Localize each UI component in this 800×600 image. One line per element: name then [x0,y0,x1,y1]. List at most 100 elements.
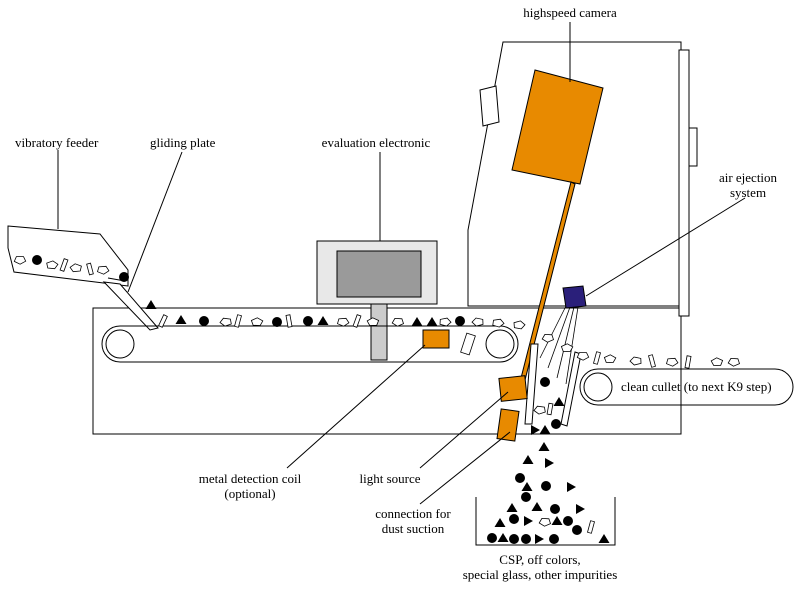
cullet-shard [97,265,110,275]
impurity-circle [32,255,42,265]
cullet-shard [86,262,94,276]
impurity-triangle [531,502,543,511]
impurity-triangle [524,516,533,526]
cullet-shard [219,317,232,327]
impurity-triangle [494,518,506,527]
cullet-shard [158,314,168,328]
impurity-triangle [175,315,187,324]
impurity-circle [509,534,519,544]
impurity-triangle [317,316,329,325]
cullet-shard [46,260,59,270]
impurity-triangle [426,317,438,326]
gliding-plate [102,281,159,331]
main-conveyor [101,325,519,363]
impurity-circle [550,504,560,514]
impurity-triangle [521,482,533,491]
impurity-circle [551,419,561,429]
particles-belt [158,314,526,356]
label-air-ejection-1: air ejection [719,170,778,185]
impurity-circle [509,514,519,524]
impurity-circle [272,317,282,327]
impurity-circle [119,272,129,282]
particles-discharge [576,351,740,369]
particles-bin [487,442,610,544]
particles-ejection [531,333,574,435]
impurity-circle [541,481,551,491]
air-ejection-nozzle [562,285,587,309]
cullet-shard [727,357,740,367]
cullet-shard [587,520,595,534]
cullet-shard [593,351,601,365]
impurity-triangle [145,300,157,309]
cullet-shard [648,354,656,368]
impurity-triangle [535,534,544,544]
cullet-shard [710,357,724,366]
label-vibratory-feeder: vibratory feeder [15,135,99,150]
cullet-shard [13,256,27,265]
cullet-shard [629,356,642,366]
leader-lines [57,22,746,505]
impurity-triangle [545,458,554,468]
label-evaluation-electronic: evaluation electronic [322,135,431,150]
label-gliding-plate: gliding plate [150,135,216,150]
impurity-triangle [531,425,540,435]
impurity-circle [303,316,313,326]
cullet-shard [492,318,505,328]
light-source [498,375,528,402]
cullet-shard [603,354,617,363]
discharge-conveyor [579,368,794,406]
impurity-circle [521,534,531,544]
cullet-shard [684,355,692,369]
electronic-stand [370,303,388,361]
cullet-shard [352,314,362,328]
cullet-shard [576,352,590,361]
impurity-triangle [576,504,585,514]
impurity-triangle [598,534,610,543]
dust-suction-connector [496,408,520,442]
cullet-shard [391,317,404,327]
collection-bin [475,497,616,546]
label-dust-suction-2: dust suction [382,521,445,536]
label-dust-suction-1: connection for [375,506,451,521]
impurity-triangle [506,503,518,512]
cullet-shard [337,317,350,327]
cullet-shard [366,317,380,326]
vibratory-feeder [7,225,129,287]
label-light-source: light source [359,471,420,486]
cullet-shard [471,317,484,327]
label-air-ejection-2: system [730,185,766,200]
impurity-circle [549,534,559,544]
impurity-circle [572,525,582,535]
impurity-circle [487,533,497,543]
impurity-circle [563,516,573,526]
cullet-shard [666,357,679,367]
impurity-circle [515,473,525,483]
impurity-circle [199,316,209,326]
cullet-shard [546,402,554,416]
cullet-shard [560,343,574,352]
cullet-shard [69,263,82,273]
impurity-circle [455,316,465,326]
impurity-triangle [551,516,563,525]
cullet-shard [250,317,264,326]
cullet-shard [460,332,476,356]
impurity-triangle [538,442,550,451]
cullet-shard [538,517,551,527]
cullet-shard [59,258,69,272]
impurity-circle [521,492,531,502]
impurity-circle [540,377,550,387]
label-highspeed-camera: highspeed camera [523,5,617,20]
evaluation-electronic [316,240,438,361]
air-jets [539,305,579,385]
impurity-triangle [522,455,534,464]
label-impurities-1: CSP, off colors, [499,552,580,567]
impurity-triangle [539,425,551,434]
label-metal-detection-2: (optional) [224,486,275,501]
cullet-shard [513,320,526,330]
particles-feeder [13,255,157,309]
cullet-shard [533,405,546,415]
label-impurities-2: special glass, other impurities [463,567,618,582]
highspeed-camera [511,69,604,185]
